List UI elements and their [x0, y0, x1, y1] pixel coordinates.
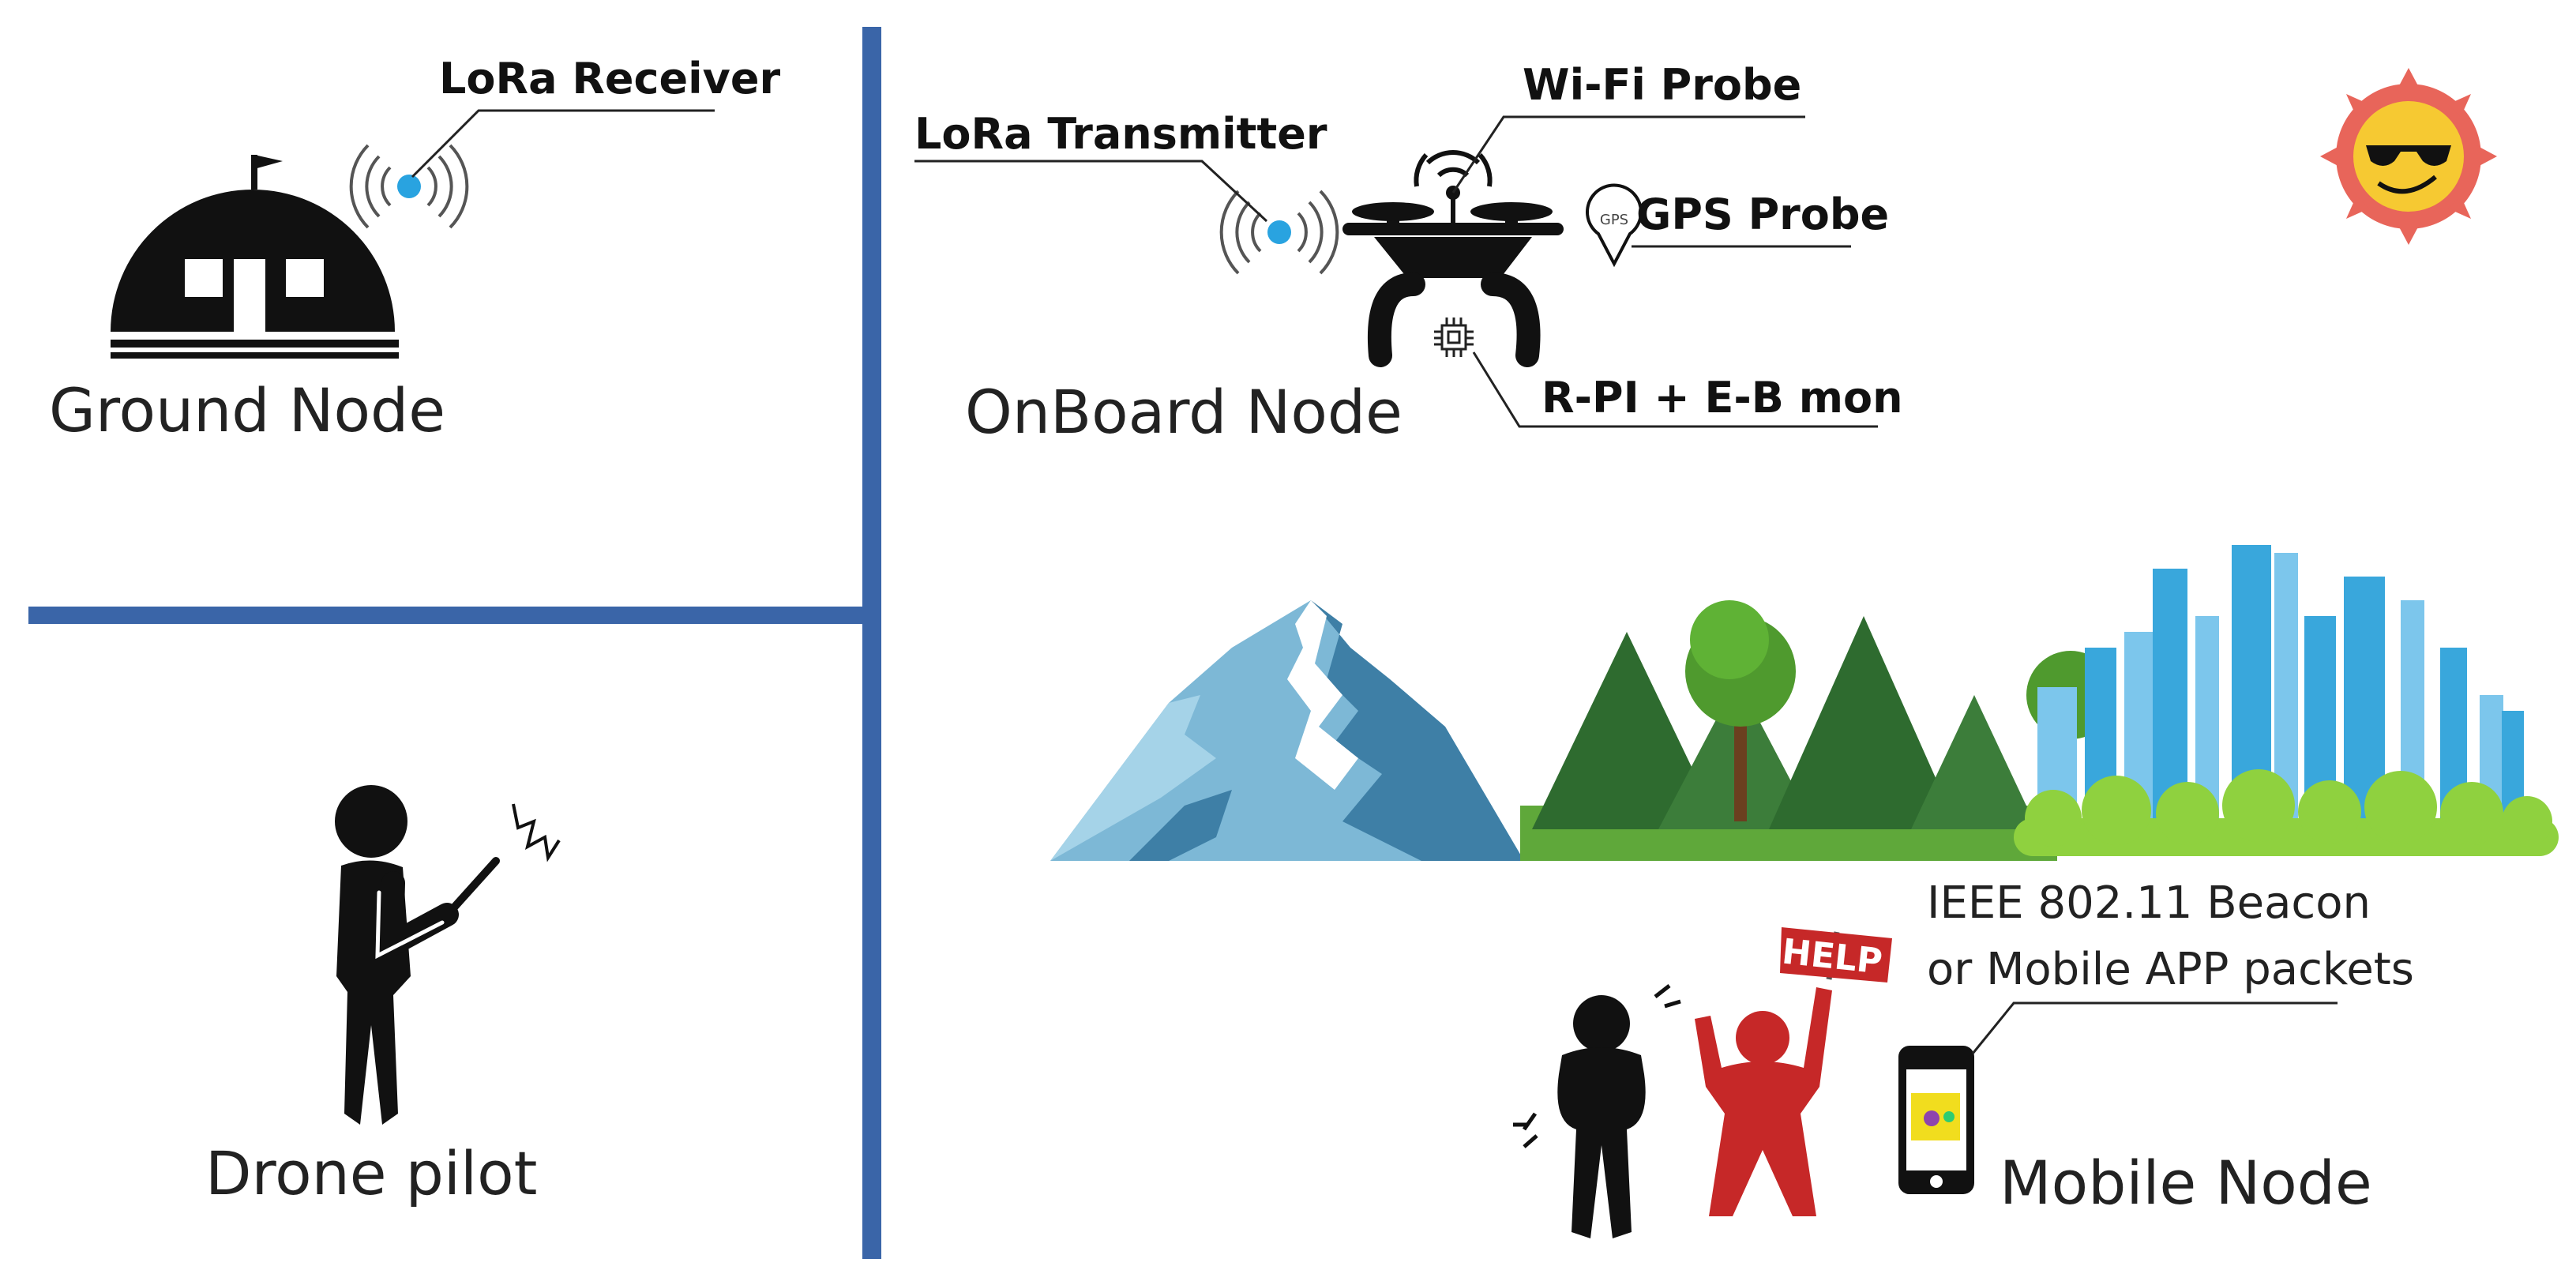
injured-person-icon [1513, 984, 1681, 1238]
gps-probe-label: GPS Probe [1636, 190, 1889, 239]
chip-icon [1434, 318, 1474, 357]
drone-icon [1342, 202, 1564, 367]
horizontal-divider [28, 607, 881, 624]
onboard-node-group: GPS LoRa Transmitter Wi-Fi Probe GPS Pro… [914, 60, 1903, 447]
rpi-ebmon-label: R-PI + E-B mon [1541, 373, 1903, 423]
ground-node-label: Ground Node [49, 375, 445, 445]
gps-pin-text: GPS [1600, 212, 1628, 228]
antenna-icon [1219, 190, 1339, 275]
mountains-icon [1050, 600, 1524, 861]
person-with-remote-icon [335, 785, 561, 1125]
drone-pilot-group: Drone pilot [205, 785, 561, 1208]
landscape-group [1050, 545, 2559, 861]
help-person-icon: HELP [1695, 927, 1892, 1216]
lora-receiver-leader [411, 109, 715, 178]
lora-transmitter-leader [914, 160, 1268, 223]
antenna-icon [349, 144, 469, 229]
beacon-leader [1971, 1001, 2338, 1054]
smartphone-icon [1898, 1046, 1974, 1194]
beacon-label-line1: IEEE 802.11 Beacon [1927, 877, 2371, 929]
wifi-probe-label: Wi-Fi Probe [1523, 60, 1801, 110]
ground-node-group: LoRa Receiver Ground Node [49, 54, 781, 445]
bushes-icon [2014, 769, 2559, 856]
drone-pilot-label: Drone pilot [205, 1138, 537, 1208]
lora-transmitter-label: LoRa Transmitter [914, 109, 1327, 159]
onboard-node-label: OnBoard Node [965, 377, 1403, 447]
hut-icon [111, 155, 399, 359]
sun-with-sunglasses-icon [2320, 68, 2497, 245]
beacon-label-line2: or Mobile APP packets [1927, 944, 2414, 995]
mobile-node-label: Mobile Node [2000, 1148, 2372, 1218]
lora-receiver-label: LoRa Receiver [439, 54, 781, 103]
quadrant-dividers [28, 27, 881, 1259]
rpi-ebmon-leader [1472, 351, 1878, 428]
vertical-divider [862, 27, 881, 1259]
gps-pin-icon: GPS [1586, 183, 1643, 268]
wifi-probe-leader [1451, 115, 1805, 194]
mobile-node-group: HELP IEEE 802.11 Beacon or Mobile APP pa… [1513, 877, 2414, 1238]
